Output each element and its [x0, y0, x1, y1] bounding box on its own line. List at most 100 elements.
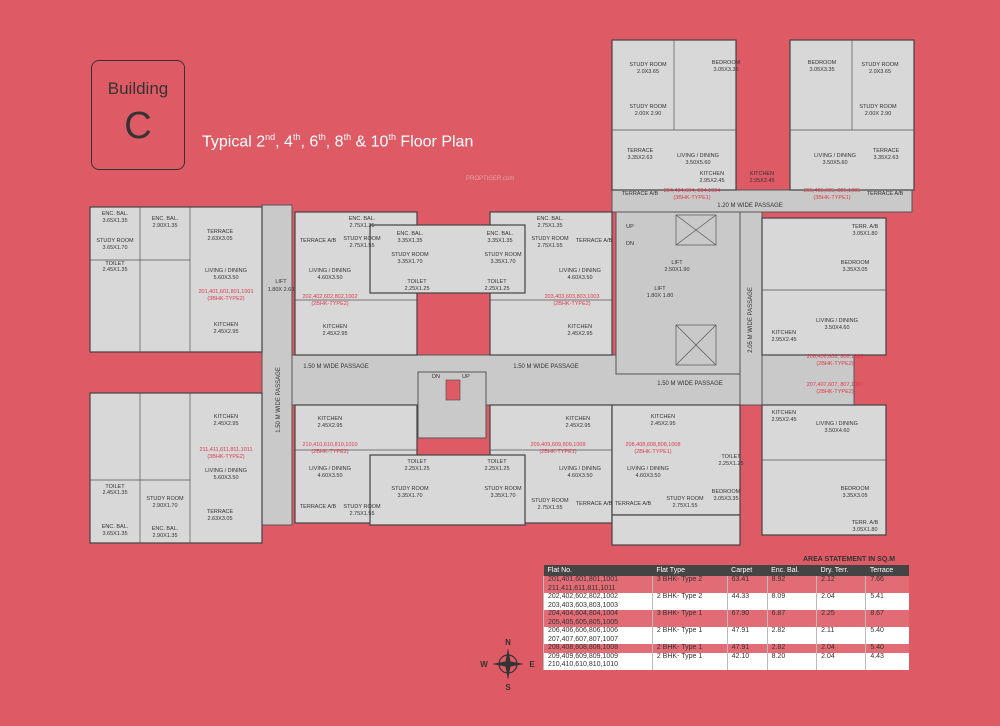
svg-text:2.75X1.35: 2.75X1.35 [349, 223, 374, 229]
passage-label-2: 1.50 M WIDE PASSAGE [303, 364, 369, 370]
svg-text:STUDY ROOM: STUDY ROOM [96, 238, 134, 244]
svg-text:2.95X2.45: 2.95X2.45 [699, 178, 724, 184]
table-cell [651, 601, 728, 610]
compass-w: W [480, 660, 488, 669]
col-dry-terr: Dry. Terr. [816, 565, 866, 576]
svg-text:(3BHK-TYPE2): (3BHK-TYPE2) [207, 454, 244, 460]
svg-text:(3BHK-TYPE2): (3BHK-TYPE2) [207, 296, 244, 302]
svg-text:TOILET: TOILET [407, 279, 427, 285]
flat-207 [761, 404, 887, 536]
table-cell [726, 661, 768, 670]
svg-text:ENC. BAL.: ENC. BAL. [152, 216, 179, 222]
svg-text:(2BHK-TYPE2): (2BHK-TYPE2) [311, 449, 348, 455]
svg-text:4.60X3.50: 4.60X3.50 [567, 275, 592, 281]
col-flat-no: Flat No. [543, 565, 653, 576]
svg-text:KITCHEN: KITCHEN [750, 171, 774, 177]
flat-number-201: 201,401,601,801,1001 [198, 289, 253, 295]
flat-number-202: 202,402,602,802,1002 [302, 294, 357, 300]
svg-text:LIVING / DINING: LIVING / DINING [627, 466, 669, 472]
table-cell [816, 584, 866, 593]
svg-text:3.35X3.05: 3.35X3.05 [842, 493, 867, 499]
table-cell: 4.43 [865, 652, 909, 661]
compass-rose-icon: N S E W [480, 638, 535, 692]
flat-211 [89, 392, 263, 544]
svg-text:4.60X3.50: 4.60X3.50 [567, 473, 592, 479]
svg-text:LIVING / DINING: LIVING / DINING [309, 268, 351, 274]
svg-text:2.45X1.35: 2.45X1.35 [102, 490, 127, 496]
area-statement-title: AREA STATEMENT IN SQ.M [803, 556, 896, 563]
table-cell: 8.92 [766, 576, 817, 585]
svg-text:(2BHK-TYPE2): (2BHK-TYPE2) [311, 301, 348, 307]
label-terrace-201: TERRACE [207, 229, 234, 235]
svg-text:STUDY ROOM: STUDY ROOM [484, 252, 522, 258]
svg-text:TOILET: TOILET [105, 261, 125, 267]
svg-text:(2BHK-TYPE1): (2BHK-TYPE1) [634, 449, 671, 455]
table-row: 205,405,605,805,1005 [543, 618, 909, 627]
svg-text:2.25X1.25: 2.25X1.25 [404, 466, 429, 472]
svg-text:KITCHEN: KITCHEN [700, 171, 724, 177]
svg-text:BEDROOM: BEDROOM [712, 60, 741, 66]
svg-text:STUDY ROOM: STUDY ROOM [531, 236, 569, 242]
table-cell: 2 BHK- Type 2 [651, 593, 728, 602]
svg-text:2.63X3.05: 2.63X3.05 [207, 516, 232, 522]
svg-text:2.00X 2.90: 2.00X 2.90 [635, 111, 662, 117]
svg-text:BEDROOM: BEDROOM [841, 486, 870, 492]
table-cell [766, 584, 817, 593]
svg-text:ENC. BAL.: ENC. BAL. [537, 216, 564, 222]
table-cell: 2.11 [816, 627, 866, 636]
flat-208 [611, 404, 741, 516]
table-cell: 3 BHK- Type 1 [651, 610, 728, 619]
svg-text:ENC. BAL.: ENC. BAL. [102, 524, 129, 530]
svg-text:3.35X1.35: 3.35X1.35 [487, 238, 512, 244]
svg-text:4.60X3.50: 4.60X3.50 [317, 473, 342, 479]
passage-label-3: 1.50 M WIDE PASSAGE [513, 364, 579, 370]
table-cell [766, 618, 817, 627]
table-cell: 2.04 [816, 652, 866, 661]
table-cell [865, 601, 909, 610]
table-cell [766, 635, 817, 644]
table-cell: 2.25 [816, 610, 866, 619]
table-cell [865, 618, 909, 627]
svg-text:LIVING / DINING: LIVING / DINING [816, 421, 858, 427]
compass-n: N [505, 638, 511, 647]
svg-text:LIVING / DINING: LIVING / DINING [814, 153, 856, 159]
svg-text:1.80X 1.80: 1.80X 1.80 [647, 293, 674, 299]
svg-text:2.90X1.35: 2.90X1.35 [152, 223, 177, 229]
table-cell [766, 661, 817, 670]
svg-text:2.45X2.95: 2.45X2.95 [213, 421, 238, 427]
flat-number-209: 209,409,609,809,1009 [530, 442, 585, 448]
svg-text:ENC. BAL.: ENC. BAL. [102, 211, 129, 217]
svg-text:KITCHEN: KITCHEN [214, 414, 238, 420]
svg-text:3.35X3.05: 3.35X3.05 [842, 267, 867, 273]
svg-text:3.35X1.70: 3.35X1.70 [397, 493, 422, 499]
svg-text:(2BHK-TYPE2): (2BHK-TYPE2) [553, 301, 590, 307]
svg-text:STUDY ROOM: STUDY ROOM [859, 104, 897, 110]
svg-text:STUDY ROOM: STUDY ROOM [666, 496, 704, 502]
passage-label-4: 1.50 M WIDE PASSAGE [657, 381, 723, 387]
svg-text:LIVING / DINING: LIVING / DINING [309, 466, 351, 472]
flat-number-210: 210,410,610,810,1010 [302, 442, 357, 448]
plan-title: Typical 2nd, 4th, 6th, 8th & 10th Floor … [202, 132, 474, 151]
top-passage [611, 189, 913, 213]
passage-label-1: 1.20 M WIDE PASSAGE [717, 203, 783, 209]
table-cell [651, 584, 728, 593]
svg-text:STUDY ROOM: STUDY ROOM [343, 236, 381, 242]
table-cell: 5.40 [865, 627, 909, 636]
svg-text:3.35X1.70: 3.35X1.70 [490, 259, 515, 265]
table-cell: 47.91 [726, 644, 768, 653]
svg-text:2.45X2.95: 2.45X2.95 [567, 331, 592, 337]
passage-label-6: 2.05 M WIDE PASSAGE [748, 287, 754, 353]
svg-text:2.0X3.65: 2.0X3.65 [637, 69, 659, 75]
building-label: Building [107, 79, 169, 98]
svg-text:KITCHEN: KITCHEN [566, 416, 590, 422]
svg-text:STUDY ROOM: STUDY ROOM [343, 504, 381, 510]
label-living-201: LIVING / DINING [205, 268, 247, 274]
svg-text:2.95X2.45: 2.95X2.45 [749, 178, 774, 184]
svg-text:3.50X5.60: 3.50X5.60 [822, 160, 847, 166]
main-passage [261, 354, 855, 406]
svg-text:STUDY ROOM: STUDY ROOM [391, 486, 429, 492]
svg-text:2.95X2.45: 2.95X2.45 [771, 417, 796, 423]
svg-text:LIFT: LIFT [671, 260, 683, 266]
